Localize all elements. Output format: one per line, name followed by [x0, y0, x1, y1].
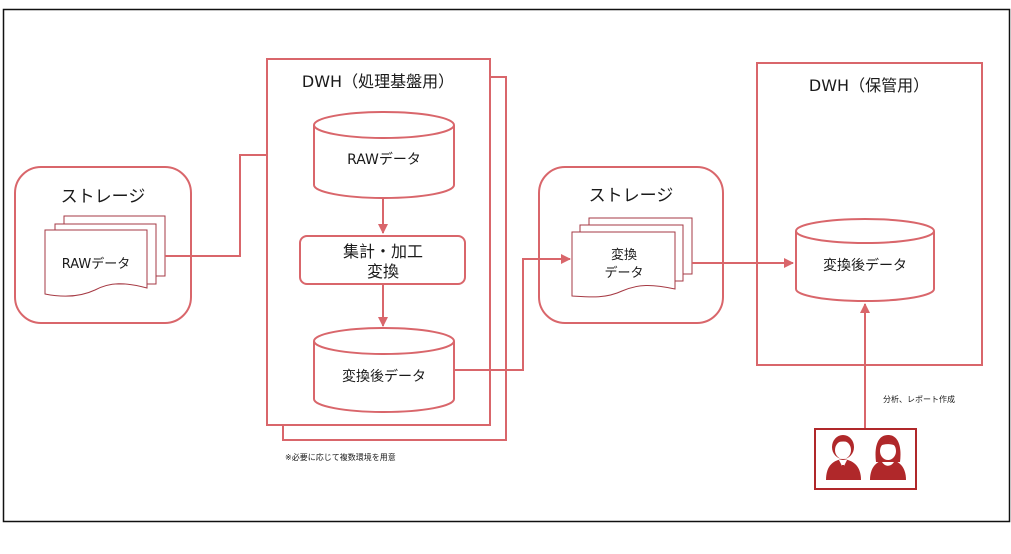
raw-file-stack-icon: [44, 215, 166, 297]
dwh-processing-shadow-frame: [282, 76, 507, 441]
storage-mid-box: [538, 166, 724, 324]
storage-mid-title: ストレージ: [589, 186, 674, 206]
storage-left-title: ストレージ: [61, 187, 146, 207]
storage-mid: ストレージ 変換 データ: [538, 166, 724, 324]
archive-db-label: 変換後データ: [823, 257, 907, 274]
connector-converted-db-to-storage: [454, 254, 571, 371]
dwh-archive-title: DWH（保管用）: [809, 76, 929, 95]
storage-left: ストレージ RAWデータ: [14, 166, 192, 324]
process-label-line2: 変換: [367, 262, 399, 281]
raw-db-cylinder: [313, 111, 455, 199]
outer-frame: [2, 8, 1011, 523]
process-label-line1: 集計・加工: [343, 242, 423, 261]
dwh-archive: DWH（保管用） 変換後データ: [756, 62, 983, 366]
archive-db-cylinder: [795, 218, 935, 302]
multiple-env-note: ※必要に応じて複数環境を用意: [285, 452, 396, 462]
dwh-archive-box: [756, 62, 983, 366]
raw-file-label: RAWデータ: [62, 256, 131, 272]
users-group: [814, 428, 917, 490]
converted-file-label-line1: 変換: [611, 247, 637, 263]
storage-left-box: [14, 166, 192, 324]
raw-db-label: RAWデータ: [347, 151, 421, 168]
converted-file-label-line2: データ: [604, 265, 643, 281]
dwh-processing-title: DWH（処理基盤用）: [302, 72, 454, 91]
female-user-icon: [870, 435, 906, 480]
analysis-report-label: 分析、レポート作成: [883, 394, 955, 404]
converted-file-stack-icon: [571, 217, 693, 298]
male-user-icon: [826, 435, 861, 480]
converted-db-cylinder: [313, 327, 455, 413]
dwh-processing: DWH（処理基盤用） RAWデータ 集計・加工 変換 変換後データ: [266, 58, 507, 441]
converted-db-label: 変換後データ: [342, 368, 426, 385]
